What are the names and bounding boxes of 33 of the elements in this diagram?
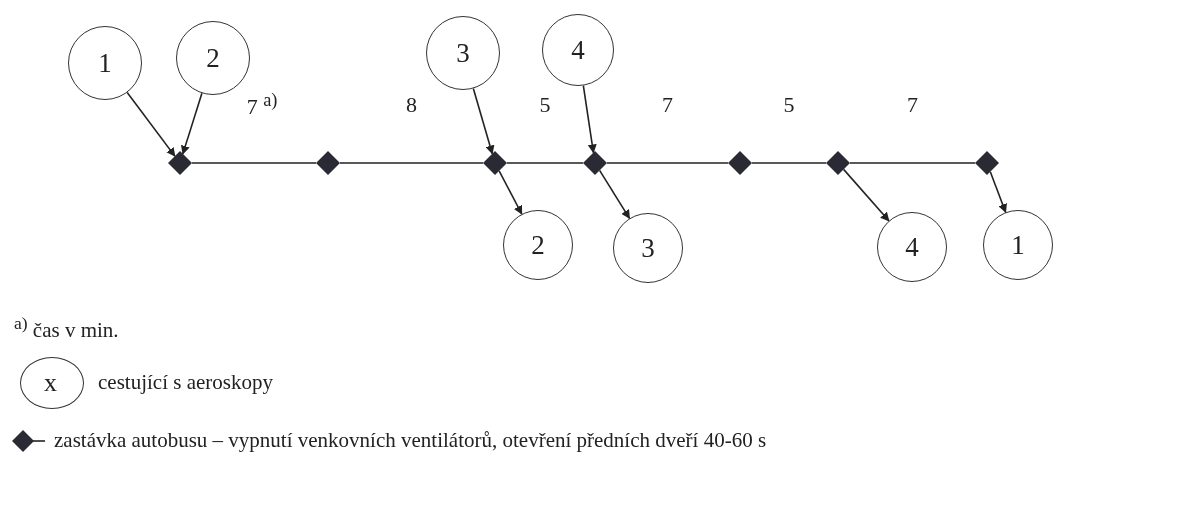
arrow [598,169,631,220]
route-line [751,162,827,164]
arrow [989,170,1007,214]
route-line [606,162,729,164]
route-line [506,162,584,164]
circle-number: 2 [531,229,545,261]
bus-stop-diamond [316,151,340,175]
footnote: $^{a)}$ čas v min. [14,315,119,341]
arrow [498,170,523,215]
bus-stop-diamond [583,151,607,175]
arrow [842,168,890,222]
legend-text: zastávka autobusu – vypnutí venkovních ventilátorů, otevření předních dveří 40-60 s [54,430,767,451]
circle-number: 1 [1011,229,1025,261]
bus-stop-diamond [728,151,752,175]
circle-number: 2 [206,42,220,74]
bus-stop-diamond [483,151,507,175]
arrow [181,92,203,155]
circle-number: 4 [905,231,919,263]
legend-symbol-letter: x [44,370,57,396]
route-line [339,162,484,164]
circle-number: 4 [571,34,585,66]
arrow [472,87,495,155]
route-line [849,162,976,164]
circle-number: 3 [456,37,470,69]
bus-stop-diamond [168,151,192,175]
bus-stop-diamond [826,151,850,175]
legend-text: cestující s aeroskopy [98,372,273,393]
circle-number: 3 [641,232,655,264]
route-line [191,162,317,164]
bus-stop-diamond [975,151,999,175]
arrow [582,84,597,154]
circle-number: 1 [98,47,112,79]
arrow [126,91,176,157]
